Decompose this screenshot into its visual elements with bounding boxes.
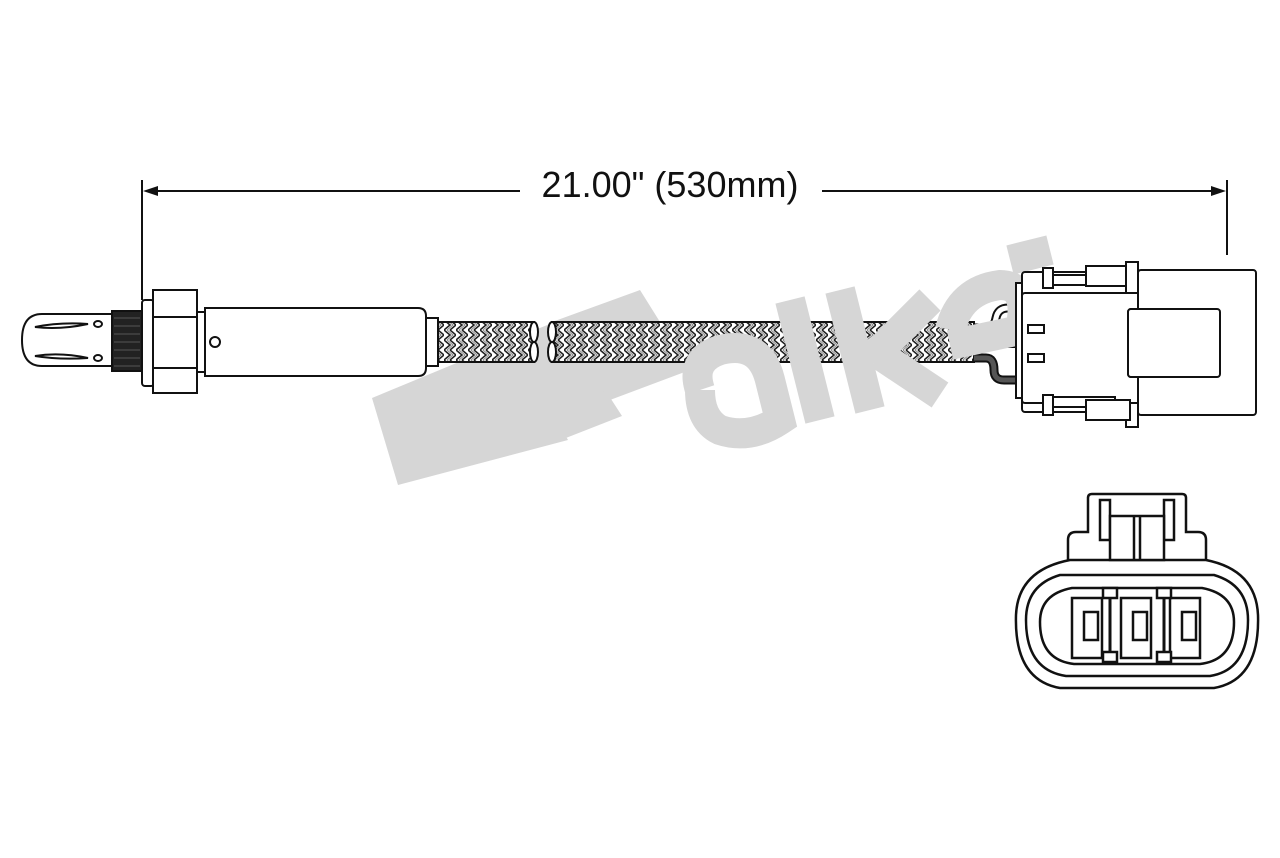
watermark-letters [682, 235, 1054, 449]
connector-face-view [1014, 492, 1260, 690]
sensor-body [196, 307, 439, 377]
dimension-line [141, 180, 1228, 300]
threaded-section [111, 299, 155, 387]
connector-side-view [1015, 261, 1257, 428]
hex-nut [152, 289, 198, 394]
sensor-tip [20, 313, 113, 367]
